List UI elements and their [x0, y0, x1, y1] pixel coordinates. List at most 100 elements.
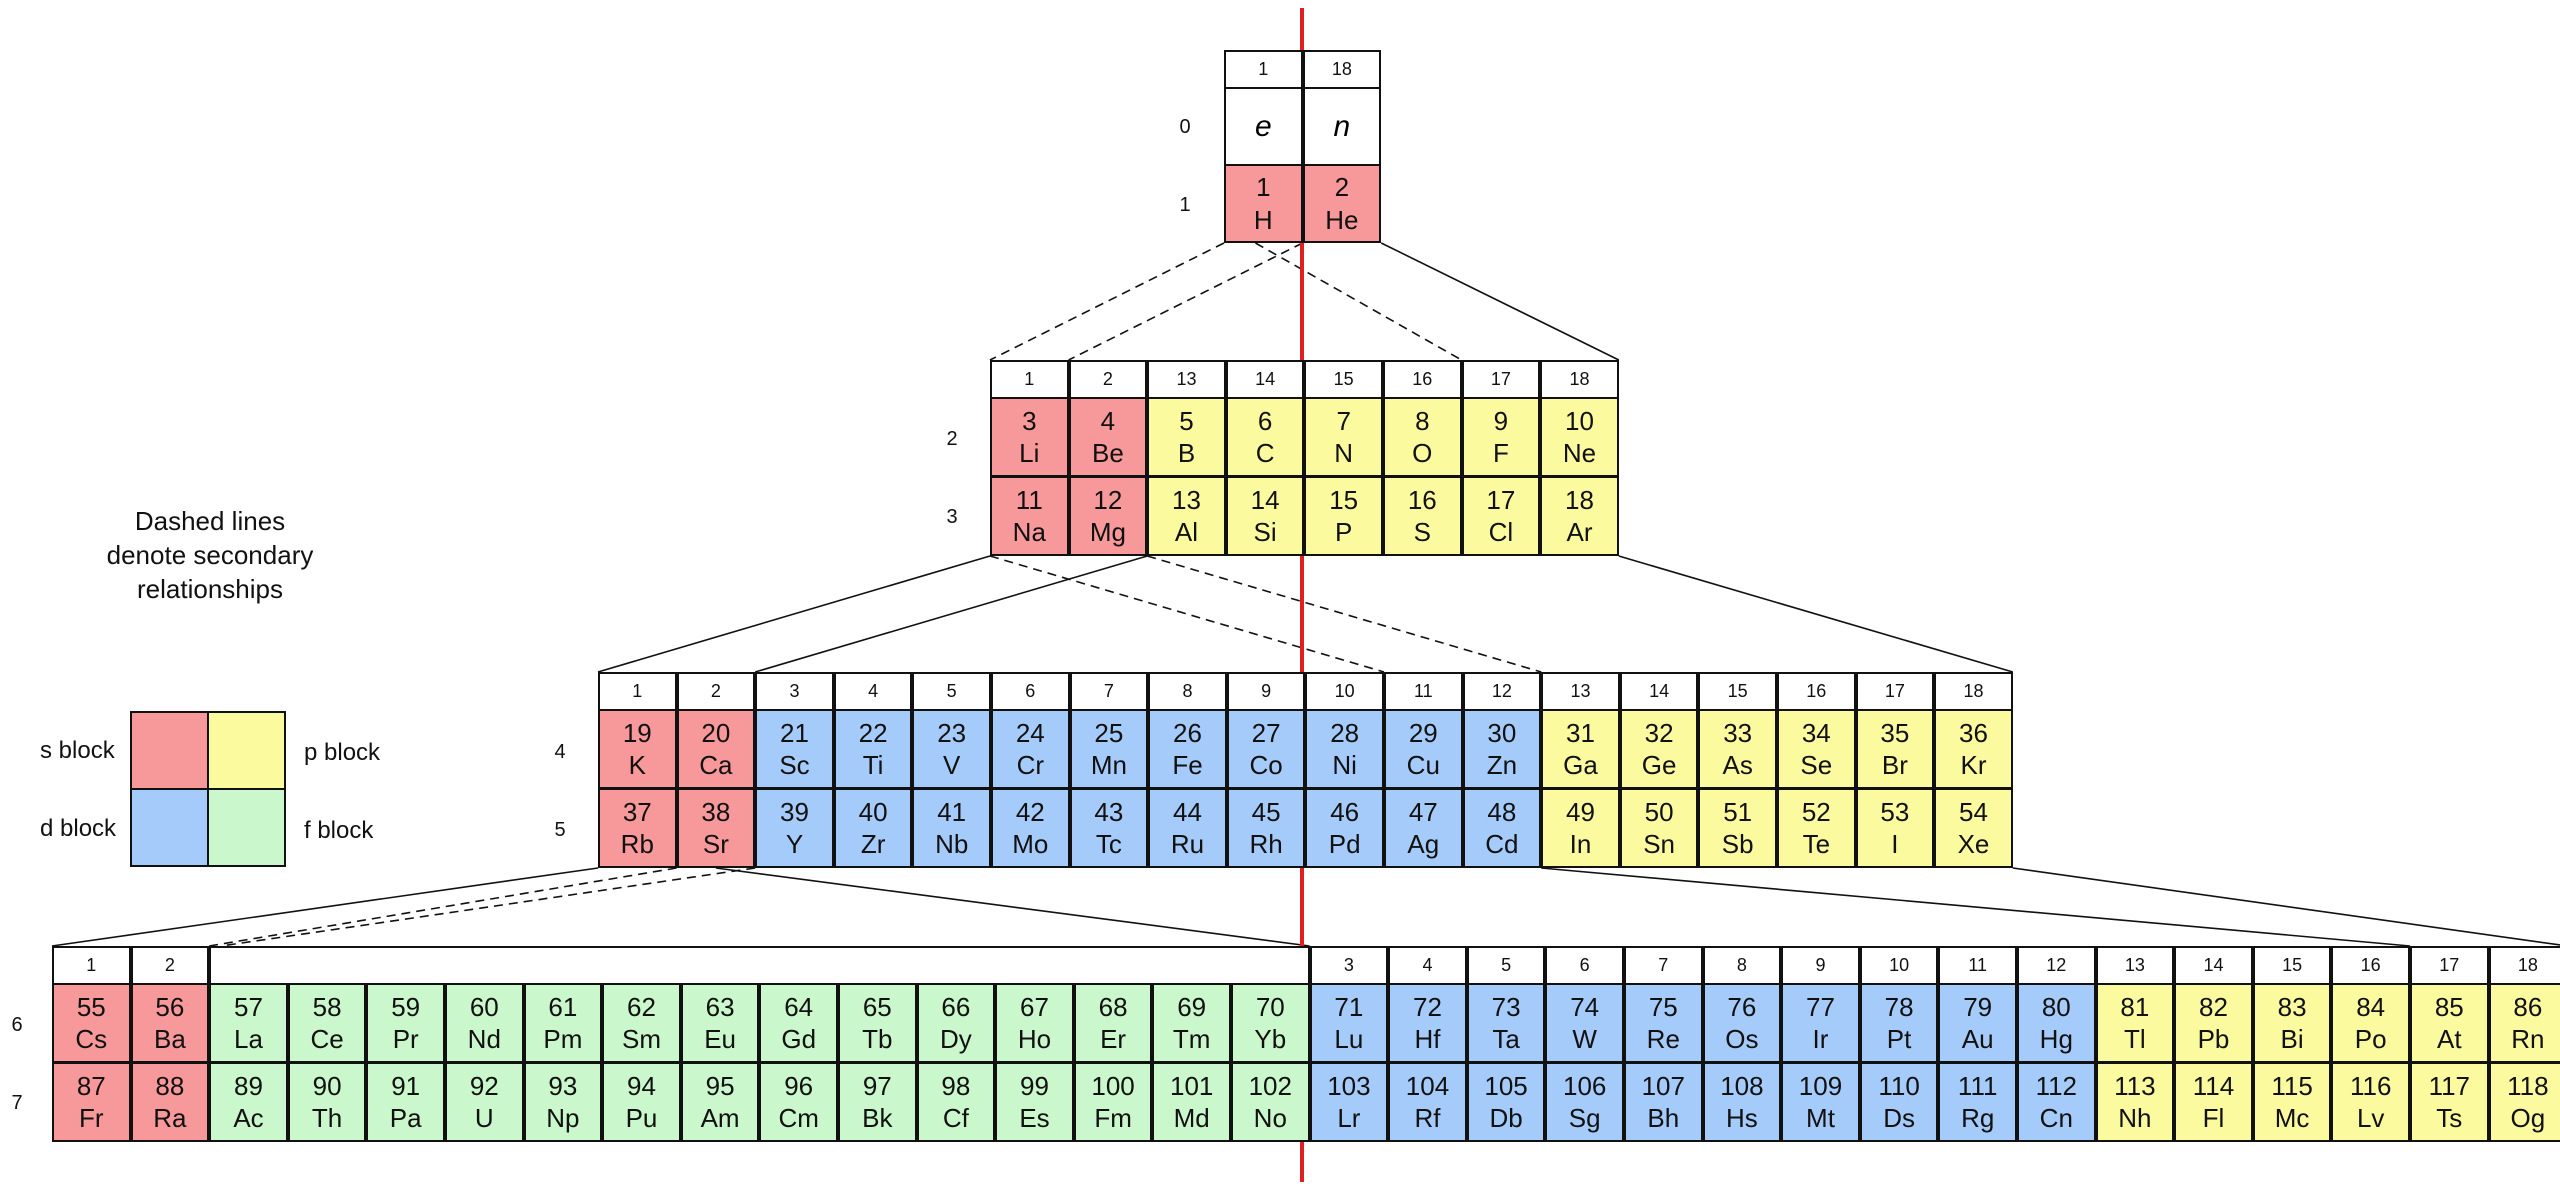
element-symbol: Ts: [2436, 1103, 2463, 1133]
period-label: 0: [1179, 116, 1191, 138]
atomic-number: 32: [1644, 717, 1674, 748]
atomic-number: 87: [76, 1070, 106, 1101]
atomic-number: 61: [548, 991, 578, 1022]
connector-line: [209, 867, 677, 947]
element-symbol: Te: [1802, 829, 1831, 859]
element-symbol: Rg: [1961, 1103, 1995, 1133]
connector-line: [715, 867, 1310, 947]
element-symbol: Hg: [2039, 1024, 2073, 1054]
atomic-number: 9: [1493, 405, 1509, 436]
atomic-number: 82: [2199, 991, 2228, 1022]
group-number: 18: [2488, 946, 2560, 985]
atomic-number: 103: [1327, 1070, 1371, 1101]
element-symbol: Ra: [153, 1103, 187, 1133]
atomic-number: 100: [1091, 1070, 1135, 1101]
connector-line: [221, 867, 756, 947]
element-symbol: Fe: [1172, 750, 1203, 780]
element-symbol: Rf: [1414, 1103, 1441, 1133]
group-number: 13: [1541, 672, 1620, 711]
legend-d-label: d block: [40, 815, 117, 842]
group-number: 12: [1462, 672, 1542, 711]
group-number: 16: [1777, 672, 1856, 711]
element-symbol: Hf: [1414, 1024, 1441, 1054]
element-symbol: Lr: [1337, 1103, 1361, 1133]
element-symbol: Ar: [1566, 517, 1593, 547]
group-number: 4: [833, 672, 913, 711]
atomic-number: 14: [1250, 484, 1280, 515]
atomic-number: 51: [1723, 796, 1753, 827]
atomic-number: 8: [1415, 405, 1430, 436]
period-label: 2: [946, 428, 958, 450]
element-symbol: Nb: [935, 829, 969, 859]
atomic-number: 112: [2035, 1070, 2078, 1101]
connector-line: [1541, 867, 2411, 947]
atomic-number: 69: [1177, 991, 1207, 1022]
element-symbol: Sb: [1721, 829, 1754, 859]
element-symbol: Xe: [1957, 829, 1990, 859]
group-number: 18: [1540, 360, 1619, 399]
group-number: 1: [990, 360, 1069, 399]
atomic-number: 38: [701, 796, 731, 827]
element-symbol: Ag: [1407, 829, 1440, 859]
atomic-number: 27: [1251, 717, 1281, 748]
atomic-number: 1: [1256, 172, 1271, 202]
legend-p-swatch: [207, 711, 286, 790]
element-symbol: Cn: [2039, 1103, 2073, 1133]
element-symbol: V: [943, 750, 961, 780]
element-symbol: K: [628, 750, 646, 780]
element-symbol: Fr: [79, 1103, 104, 1133]
element-symbol: Fl: [2202, 1103, 2225, 1133]
element-symbol: O: [1412, 438, 1433, 468]
element-symbol: Mo: [1012, 829, 1049, 859]
atomic-number: 11: [1015, 484, 1043, 515]
atomic-number: 109: [1798, 1070, 1843, 1101]
group-number: 14: [1619, 672, 1699, 711]
atomic-number: 92: [469, 1070, 499, 1101]
element-symbol: Be: [1091, 438, 1124, 468]
atomic-number: 39: [780, 796, 809, 827]
element-symbol: Y: [785, 829, 804, 859]
element-symbol: Rn: [2511, 1024, 2545, 1054]
group-number: 1: [598, 672, 677, 711]
atomic-number: 13: [1172, 484, 1201, 515]
element-symbol: Cd: [1485, 829, 1519, 859]
atomic-number: 98: [941, 1070, 971, 1101]
atomic-number: 52: [1801, 796, 1831, 827]
group-number: 17: [1855, 672, 1935, 711]
group-number: 6: [991, 672, 1070, 711]
element-symbol: I: [1891, 829, 1899, 859]
atomic-number: 102: [1248, 1070, 1292, 1101]
note-line-3: relationships: [137, 573, 283, 604]
element-symbol: No: [1253, 1103, 1287, 1133]
atomic-number: 110: [1878, 1070, 1920, 1101]
atomic-number: 37: [622, 796, 652, 827]
element-symbol: Kr: [1960, 750, 1987, 780]
atomic-number: 56: [155, 991, 185, 1022]
